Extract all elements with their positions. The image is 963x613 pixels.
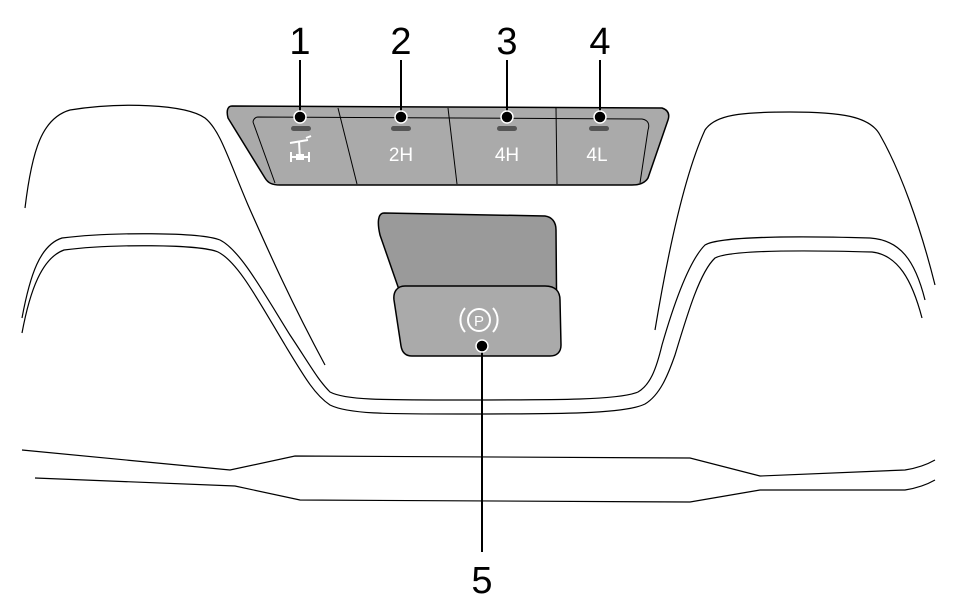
indicator-light	[391, 126, 411, 131]
leader-dot-4	[593, 110, 607, 124]
2h-label: 2H	[389, 145, 413, 166]
leader-dot-2	[394, 110, 408, 124]
indicator-light	[589, 126, 609, 131]
panel-inner-outline	[252, 116, 650, 184]
panel-divider	[555, 107, 558, 185]
leader-dot-5	[475, 339, 489, 353]
4l-button[interactable]: 4L	[586, 126, 609, 166]
left-inner-outline-inner	[21, 245, 461, 415]
console-outline	[21, 104, 936, 503]
leader-dot-3	[500, 110, 514, 124]
callout-2: 2	[390, 21, 411, 63]
callout-3: 3	[496, 21, 517, 63]
bumper-line-lower	[34, 477, 936, 503]
indicator-light	[291, 126, 311, 131]
4l-label: 4L	[586, 145, 607, 166]
callout-4: 4	[589, 21, 610, 63]
parking-brake-switch[interactable]: P	[377, 212, 562, 357]
leader-dot-1	[293, 110, 307, 124]
left-inner-outline-outer	[21, 233, 461, 401]
switch-paddle	[393, 285, 562, 357]
callout-5: 5	[471, 560, 492, 602]
right-inner-outline-outer	[459, 236, 926, 401]
2h-button[interactable]: 2H	[389, 126, 413, 166]
callout-leaders	[299, 60, 601, 552]
drive-mode-panel: 2H 4H 4L	[226, 105, 670, 186]
callout-dots	[293, 110, 607, 353]
panel-divider	[447, 107, 458, 185]
parking-brake-icon: P	[459, 307, 499, 333]
4h-button[interactable]: 4H	[495, 126, 519, 166]
svg-text:P: P	[474, 313, 484, 330]
panel-divider	[337, 107, 358, 185]
axle-lock-button[interactable]	[289, 126, 312, 162]
right-inner-outline-inner	[459, 250, 923, 415]
callout-1: 1	[289, 21, 310, 63]
bumper-line-upper	[21, 449, 936, 477]
right-hump-outline	[654, 111, 936, 331]
axle-lock-icon	[289, 135, 312, 162]
left-hump-outline	[24, 104, 326, 366]
indicator-light	[497, 126, 517, 131]
4h-label: 4H	[495, 145, 519, 166]
panel-base	[226, 105, 670, 186]
